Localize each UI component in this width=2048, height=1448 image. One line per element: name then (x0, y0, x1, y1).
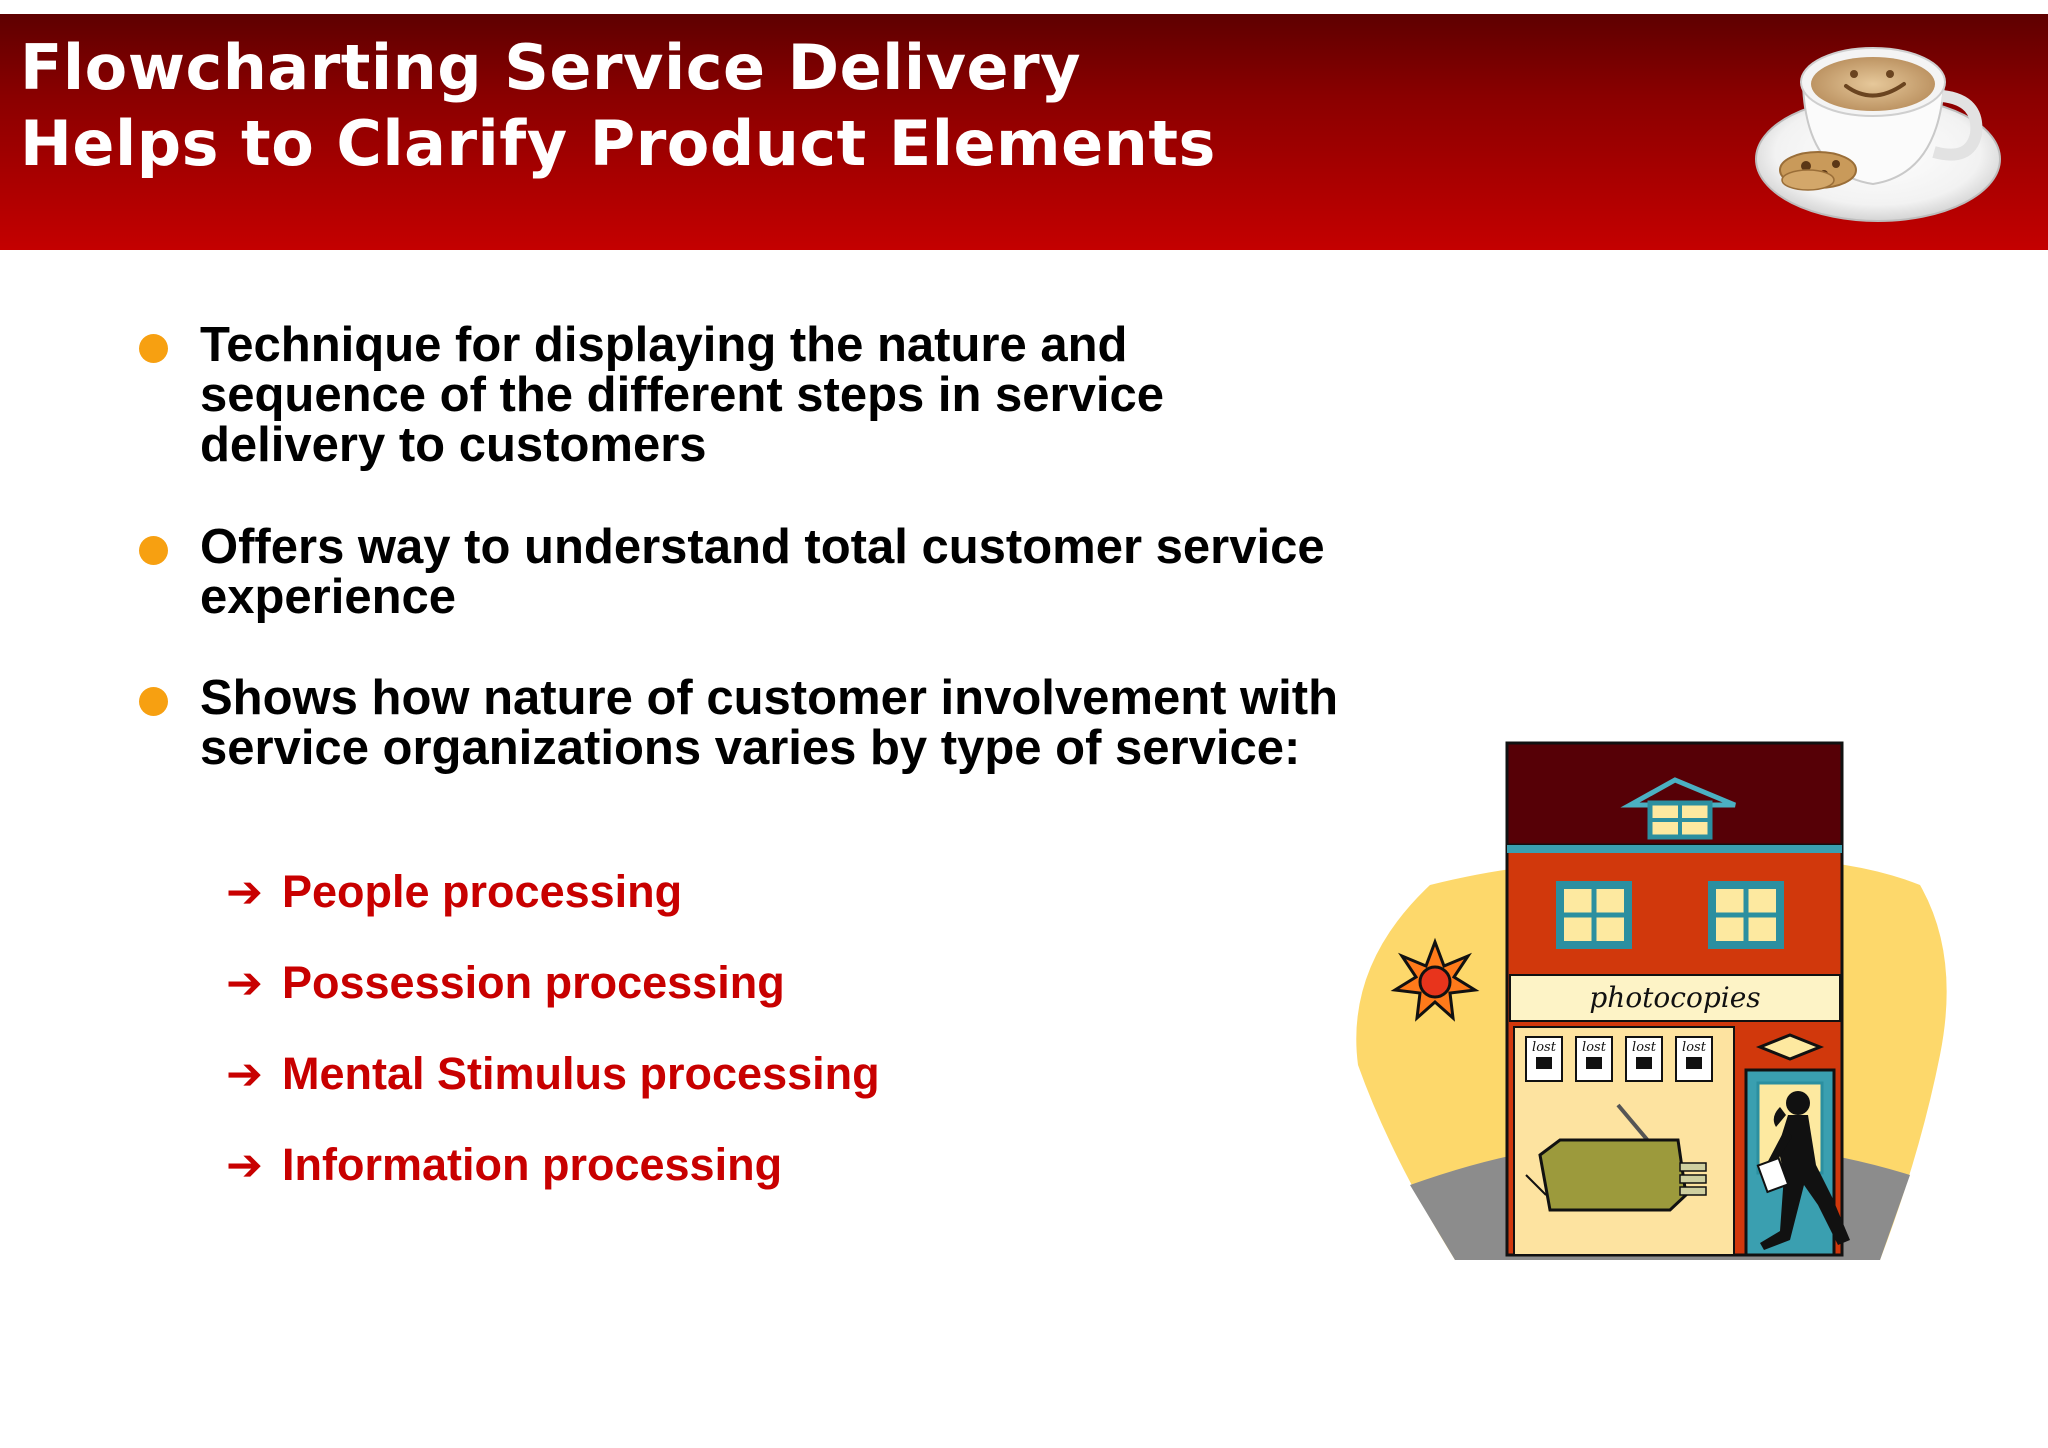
slide-title: Flowcharting Service Delivery Helps to C… (20, 30, 1216, 182)
sub-item: ➔ Possession processing (226, 958, 785, 1009)
door-diamond (1755, 1033, 1825, 1061)
svg-text:lost: lost (1582, 1040, 1607, 1055)
right-arrow-icon: ➔ (226, 867, 263, 918)
window-icon (1556, 881, 1632, 949)
bullet-item: Technique for displaying the nature and … (139, 318, 1360, 472)
lost-poster: lost (1575, 1036, 1613, 1082)
right-arrow-icon: ➔ (226, 958, 263, 1009)
orange-dot-icon (139, 687, 168, 716)
bullet-text: Offers way to understand total customer … (200, 520, 1325, 624)
orange-dot-icon (139, 334, 168, 363)
sun-icon (1390, 937, 1480, 1022)
lost-poster: lost (1525, 1036, 1563, 1082)
photocopy-shop-illustration: photocopies lost lost lost lost (1356, 741, 1947, 1260)
right-arrow-icon: ➔ (226, 1140, 263, 1191)
slide-title-line-2: Helps to Clarify Product Elements (20, 107, 1216, 180)
right-arrow-icon: ➔ (226, 1049, 263, 1100)
bullet-item: Offers way to understand total customer … (139, 520, 1360, 624)
svg-text:lost: lost (1632, 1040, 1657, 1055)
woman-silhouette-icon (1760, 1091, 1850, 1250)
bullet-list: Technique for displaying the nature and … (139, 318, 1360, 1191)
sub-item: ➔ People processing (226, 867, 682, 918)
coffee-cup-image (1755, 47, 2001, 222)
title-banner: Flowcharting Service Delivery Helps to C… (0, 14, 2048, 250)
svg-text:lost: lost (1532, 1040, 1557, 1055)
sub-item-label: Information processing (282, 1139, 783, 1190)
sub-item-label: People processing (282, 866, 683, 917)
window-icon (1708, 881, 1784, 949)
photocopier-icon (1525, 1103, 1707, 1212)
lost-poster: lost (1675, 1036, 1713, 1082)
shop-sign-text: photocopies (1589, 981, 1760, 1014)
sub-item: ➔ Information processing (226, 1140, 782, 1191)
lost-poster: lost (1625, 1036, 1663, 1082)
svg-text:lost: lost (1682, 1040, 1707, 1055)
sub-item: ➔ Mental Stimulus processing (226, 1049, 880, 1100)
bullet-text: Shows how nature of customer involvement… (200, 671, 1339, 775)
slide-title-line-1: Flowcharting Service Delivery (20, 31, 1082, 104)
bullet-text: Technique for displaying the nature and … (200, 318, 1164, 472)
sub-item-label: Mental Stimulus processing (282, 1048, 880, 1099)
sub-item-label: Possession processing (282, 957, 785, 1008)
bullet-item: Shows how nature of customer involvement… (139, 671, 1360, 775)
orange-dot-icon (139, 536, 168, 565)
shop-sign (1509, 974, 1841, 1022)
